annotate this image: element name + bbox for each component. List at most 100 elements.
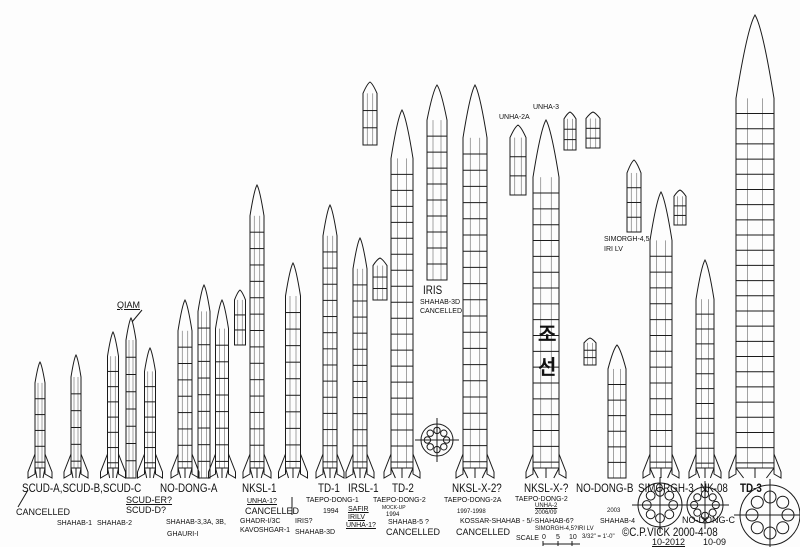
rocket-scud-b: [63, 354, 89, 479]
label-taepo-dong-2a: TAEPO-DONG-2A: [444, 497, 502, 504]
rocket-no-dong-b: [607, 344, 627, 479]
label-unha-3: UNHA-3: [533, 104, 560, 111]
label-qiam: QIAM: [117, 300, 141, 310]
rocket-simorgh-4-5: [626, 159, 642, 233]
label-1994: 1994: [323, 508, 339, 515]
label-1997-1998: 1997-1998: [457, 509, 486, 515]
rocket-no-dong-b-fairing: [583, 337, 597, 366]
rocket-unha-3-fairing: [585, 111, 601, 149]
rocket-simorgh-fairing: [673, 189, 687, 226]
label-simorgh-3: SIMORGH-3: [638, 481, 694, 495]
label-taepo-dong-1: TAEPO-DONG-1: [306, 497, 359, 504]
label-irsl-1: IRSL-1: [348, 481, 379, 495]
label-irilv: IRILV: [348, 514, 365, 521]
rocket-scud-er: [137, 347, 163, 479]
credit-copyright: ©C.P.VICK 2000-4-08: [622, 525, 718, 539]
label-shahab-2: SHAHAB-2: [97, 520, 133, 527]
label-unha-2a: UNHA-2A: [499, 114, 530, 121]
rocket-td-2-fairing: [362, 81, 378, 146]
cross-section-td-3: [734, 479, 800, 547]
label-unha-1q: UNHA-1?: [346, 522, 376, 529]
rocket-td-2: [383, 109, 421, 479]
label-shahab-5: SHAHAB-5 ?: [388, 519, 429, 526]
cross-section-td-2: [415, 418, 459, 462]
label-nksl-x-2: NKSL-X-2?: [452, 481, 502, 495]
label-unha-2: UNHA-2: [535, 503, 558, 509]
label-td-3: TD-3: [740, 481, 762, 495]
rocket-nksl-1: [242, 184, 272, 479]
label-shahab-1: SHAHAB-1: [57, 520, 93, 527]
label-kavoshgar: KAVOSHGAR-1: [240, 527, 291, 534]
label-shahab-3d: SHAHAB-3D: [295, 529, 336, 536]
qiam-pointer: [131, 309, 143, 323]
rocket-iris-shahab-3d: [278, 262, 308, 479]
label-shahab-4: SHAHAB-4: [600, 518, 636, 525]
label-taepo-dong-2b: TAEPO-DONG-2: [515, 496, 568, 503]
label-scud-d: SCUD-D?: [126, 505, 167, 515]
cancelled-pointer: [17, 489, 29, 508]
rocket-td-1: [315, 204, 345, 479]
label-safir: SAFIR: [348, 506, 369, 513]
scale-tick-5: 5: [556, 534, 560, 541]
label-nksl-1: NKSL-1: [242, 481, 277, 495]
rocket-ghadr: [208, 299, 236, 479]
label-2003: 2003: [607, 508, 621, 514]
label-iris-cancelled: CANCELLED: [420, 308, 463, 315]
label-td-2: TD-2: [392, 481, 414, 495]
label-mock-up: MOCK-UP: [382, 505, 406, 511]
rocket-no-dong-a: [170, 299, 200, 479]
label-cancelled-td2: CANCELLED: [386, 527, 441, 537]
rocket-nk-08: [688, 259, 722, 479]
rocket-iris: [426, 84, 448, 281]
label-iris-q: IRIS?: [295, 518, 313, 525]
rocket-nksl-x: [525, 119, 567, 479]
credit-date-2012: 10-2012: [652, 537, 686, 547]
label-unha-1: UNHA-1?: [247, 498, 277, 505]
rocket-unha-3-stage: [563, 111, 577, 151]
scale-bar: [542, 541, 580, 546]
scale-tick-10: 10: [569, 534, 577, 541]
rocket-irsl-fairing: [372, 257, 388, 301]
label-shahab-3: SHAHAB-3,3A, 3B,: [166, 519, 226, 526]
label-ghadr: GHADR-I/3C: [240, 518, 281, 525]
label-taepo-dong-2: TAEPO-DONG-2: [373, 497, 426, 504]
label-scud: SCUD-A,SCUD-B,SCUD-C: [22, 481, 142, 495]
rocket-simorgh-3: [642, 191, 680, 479]
rocket-unha-2a: [509, 124, 527, 196]
rocket-scud-a: [27, 361, 53, 479]
label-cancelled-scud: CANCELLED: [16, 507, 71, 517]
rocket-shahab-3: [197, 284, 211, 479]
label-no-dong-b: NO-DONG-B: [576, 481, 634, 495]
label-ghauri: GHAURI-I: [167, 531, 199, 538]
label-simorgh-4-5: SIMORGH-4,5: [604, 236, 650, 243]
credit-date-09: 10-09: [703, 537, 727, 547]
rocket-td-3: [728, 14, 782, 479]
label-iris: IRIS: [423, 283, 443, 297]
label-iris-shahab: SHAHAB-3D: [420, 299, 461, 306]
rocket-kavoshgar: [234, 289, 246, 346]
label-cancelled-nkslx2: CANCELLED: [456, 527, 511, 537]
hangul-mark-1: 조: [538, 324, 557, 346]
hangul-mark-2: 선: [538, 357, 557, 379]
label-nk-08: NK-08: [700, 481, 728, 495]
label-scud-er: SCUD-ER?: [126, 495, 173, 505]
rocket-irsl-1: [345, 237, 375, 479]
label-cancelled-nksl: CANCELLED: [245, 506, 300, 516]
scale-ratio: 3/32" = 1'-0": [582, 534, 615, 540]
rocket-qiam: [125, 317, 137, 479]
scale-label: SCALE: [516, 535, 539, 542]
rocket-scud-c: [100, 331, 126, 479]
label-mock-up-year: 1994: [386, 512, 400, 518]
rocket-nksl-x-2: [455, 84, 495, 479]
label-kossar: KOSSAR-SHAHAB - 5/-SHAHAB-6?: [460, 518, 574, 525]
label-no-dong-a: NO-DONG-A: [160, 481, 218, 495]
label-simorgh-4-5-bottom: SIMORGH-4,5?IRI LV: [535, 526, 594, 532]
label-no-dong-c: NO-DONG-C: [682, 515, 735, 525]
cross-section-nk-08: [681, 481, 729, 529]
label-nksl-x: NKSL-X-?: [524, 481, 569, 495]
scale-tick-0: 0: [542, 534, 546, 541]
label-iri-lv: IRI LV: [604, 246, 623, 253]
label-2006-09: 2006/09: [535, 510, 557, 516]
